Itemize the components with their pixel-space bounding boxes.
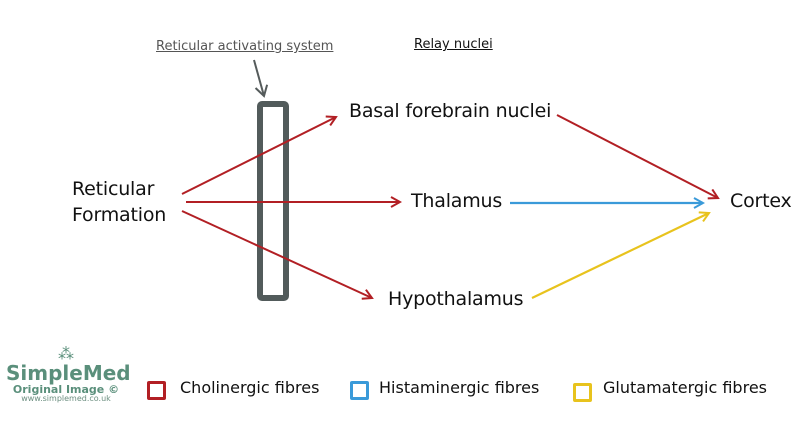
relay-nuclei-label: Relay nuclei: [414, 37, 493, 52]
node-thalamus: Thalamus: [411, 190, 503, 212]
node-cortex: Cortex: [730, 190, 792, 212]
logo-subtitle: Original Image ©: [12, 382, 120, 396]
legend-label-glutamatergic: Glutamatergic fibres: [603, 378, 767, 397]
arrow-rf-to-basal: [181, 117, 336, 195]
node-reticular-formation: Reticular Formation: [72, 176, 166, 228]
node-reticular-line2: Formation: [72, 204, 167, 226]
legend-swatch-cholinergic: [147, 381, 166, 400]
legend-label-histaminergic: Histaminergic fibres: [379, 378, 540, 397]
arrow-basal-to-cortex: [556, 114, 718, 198]
molecule-dots-icon: ⁂: [58, 344, 74, 363]
logo-name: SimpleMed: [6, 360, 131, 385]
node-hypothalamus: Hypothalamus: [388, 288, 524, 310]
node-reticular-line1: Reticular: [72, 178, 155, 200]
legend-label-cholinergic: Cholinergic fibres: [180, 378, 320, 397]
ras-label: Reticular activating system: [156, 39, 334, 54]
logo-url: www.simplemed.co.uk: [21, 394, 111, 404]
legend-swatch-glutamatergic: [573, 383, 592, 402]
legend-swatch-histaminergic: [350, 381, 369, 400]
arrow-hypothalamus-to-cortex: [531, 213, 709, 299]
node-basal-forebrain: Basal forebrain nuclei: [349, 100, 552, 122]
simplemed-logo: ⁂ SimpleMed Original Image © www.simplem…: [6, 344, 131, 404]
arrow-rf-to-hypothalamus: [181, 210, 372, 298]
ras-pointer-arrow: [253, 59, 269, 98]
